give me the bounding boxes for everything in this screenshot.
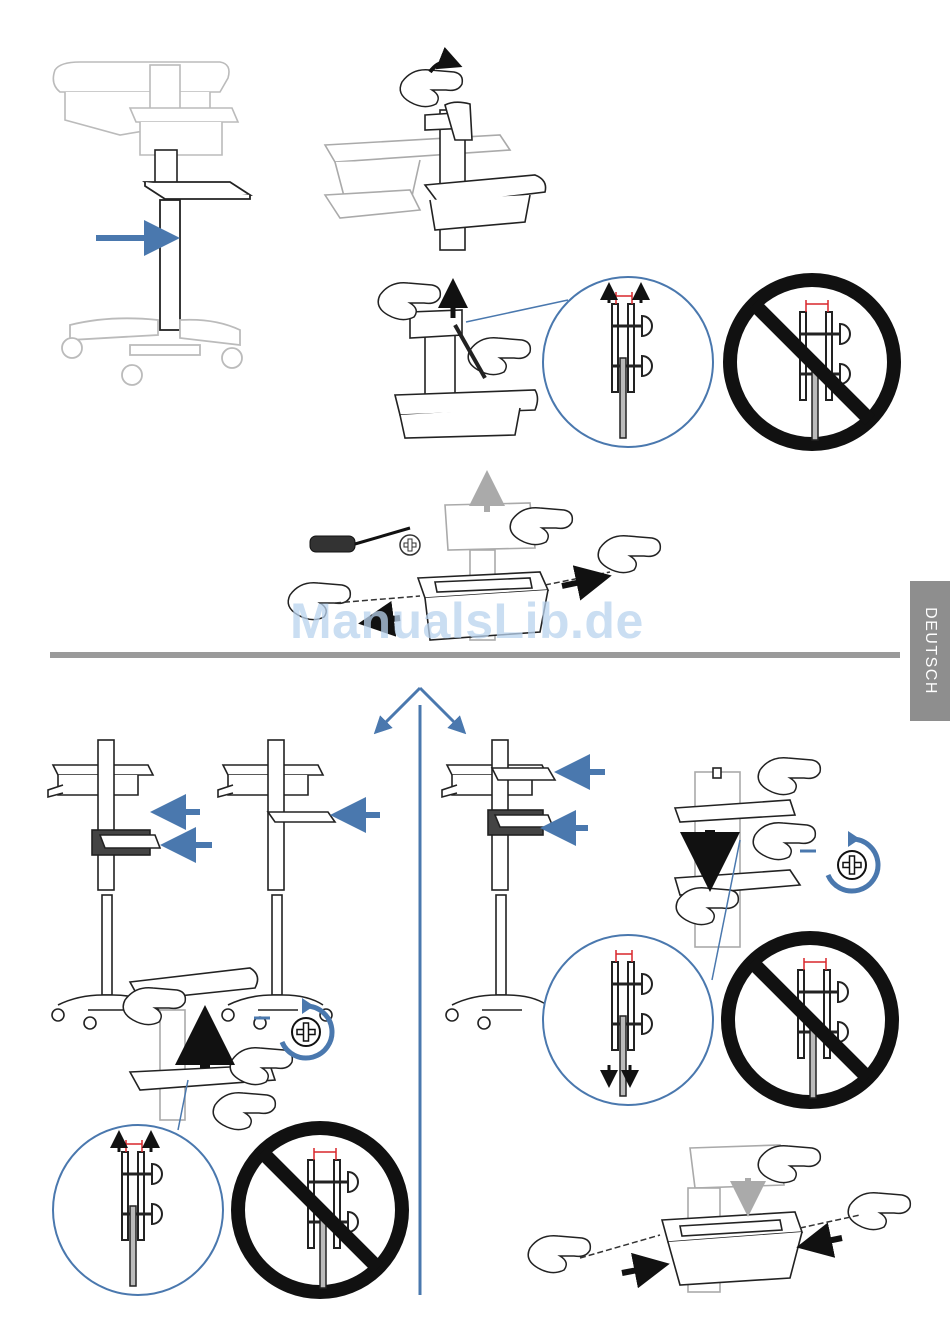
language-tab: DEUTSCH (910, 581, 950, 721)
no-symbol-icon (238, 1128, 402, 1292)
cart-illustration (53, 62, 238, 190)
shelf-illustration (62, 182, 250, 385)
right-arrow-icon (622, 1266, 658, 1273)
no-symbol-icon (728, 938, 892, 1102)
right-arrow-icon (562, 578, 600, 586)
shelf-illustration (268, 812, 335, 822)
magnifier-circle (543, 277, 713, 447)
watermark: ManualsLib.de (290, 592, 644, 650)
magnifier-circle (543, 935, 713, 1105)
knob-removal-illustration (325, 70, 546, 250)
language-tab-label: DEUTSCH (921, 607, 939, 695)
left-arrow-icon (808, 1238, 842, 1245)
magnifier-circle (53, 1125, 223, 1295)
cart-illustration (442, 740, 556, 1029)
no-symbol-icon (730, 280, 894, 444)
callout-line (466, 300, 568, 322)
phillips-head-icon (400, 535, 420, 555)
screw-loosen-illustration (378, 283, 537, 438)
screwdriver-icon (310, 528, 410, 552)
section-divider (50, 652, 900, 658)
shelf-illustration (92, 830, 160, 855)
shelf-lower-illustration (675, 758, 820, 947)
tray-install-illustration (528, 1145, 910, 1292)
